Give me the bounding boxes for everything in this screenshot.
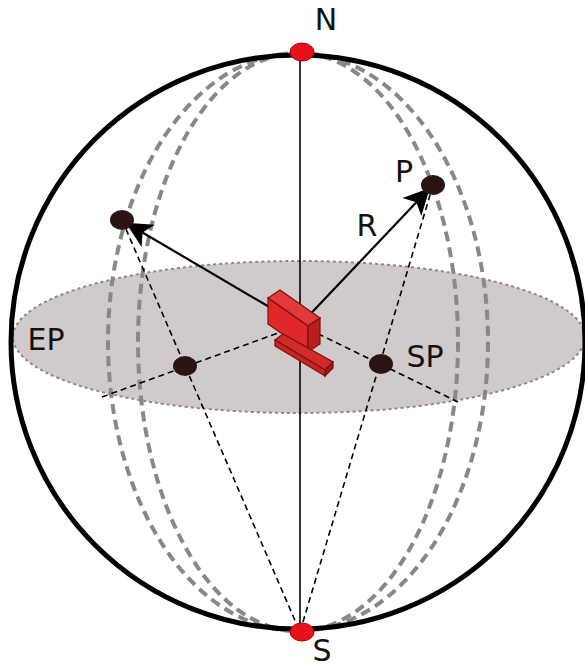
sphere-outline: [11, 55, 585, 629]
point-label: N: [315, 5, 337, 35]
equatorial-plane: [13, 261, 585, 413]
meridian: [108, 53, 488, 631]
meridian: [138, 53, 458, 631]
vector-arrow: [300, 190, 428, 325]
red-object: [268, 290, 333, 376]
point-label: SP: [406, 342, 443, 372]
points: [110, 43, 445, 641]
point-label: EP: [27, 325, 64, 355]
point-label: S: [312, 636, 331, 666]
point-label: P: [395, 157, 413, 187]
point-label: R: [357, 211, 378, 241]
projection-lines: [102, 185, 458, 632]
